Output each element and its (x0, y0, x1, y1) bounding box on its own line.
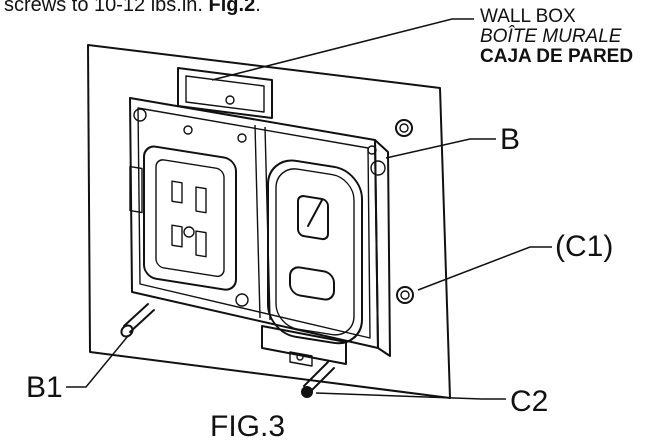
label-c2: C2 (510, 385, 549, 418)
wall-box-label-es: CAJA DE PARED (480, 46, 634, 67)
screw-c1-icon (396, 286, 414, 304)
leader-c2 (315, 392, 506, 400)
instruction-text: screws to 10-12 lbs.in. (4, 0, 209, 16)
leader-c1 (417, 246, 552, 291)
label-b1: B1 (26, 371, 63, 404)
leader-b1 (66, 335, 129, 388)
wall-box-label: WALL BOX BOÎTE MURALE CAJA DE PARED (480, 7, 633, 67)
leader-wall-box (211, 18, 474, 81)
label-b: B (500, 123, 521, 156)
instruction-fragment: screws to 10-12 lbs.in. Fig.2. (4, 0, 261, 17)
screw-b1-icon (120, 303, 155, 338)
screw-c2-head (301, 386, 313, 398)
figure-reference: Fig.2 (208, 0, 256, 16)
wall-box-label-en: WALL BOX (480, 6, 576, 27)
instruction-end: . (255, 0, 261, 16)
mounting-bracket-icon (129, 97, 391, 367)
figure-caption: FIG.3 (210, 410, 286, 443)
switch-module-icon (267, 159, 363, 345)
label-c1: (C1) (555, 230, 614, 263)
screw-c2-icon (301, 361, 335, 398)
wall-box-label-fr: BOÎTE MURALE (480, 26, 622, 47)
duplex-outlet-icon (129, 145, 237, 291)
wall-box-icon (177, 67, 273, 119)
leader-b (385, 138, 496, 159)
plate-hole-icon (395, 119, 413, 137)
